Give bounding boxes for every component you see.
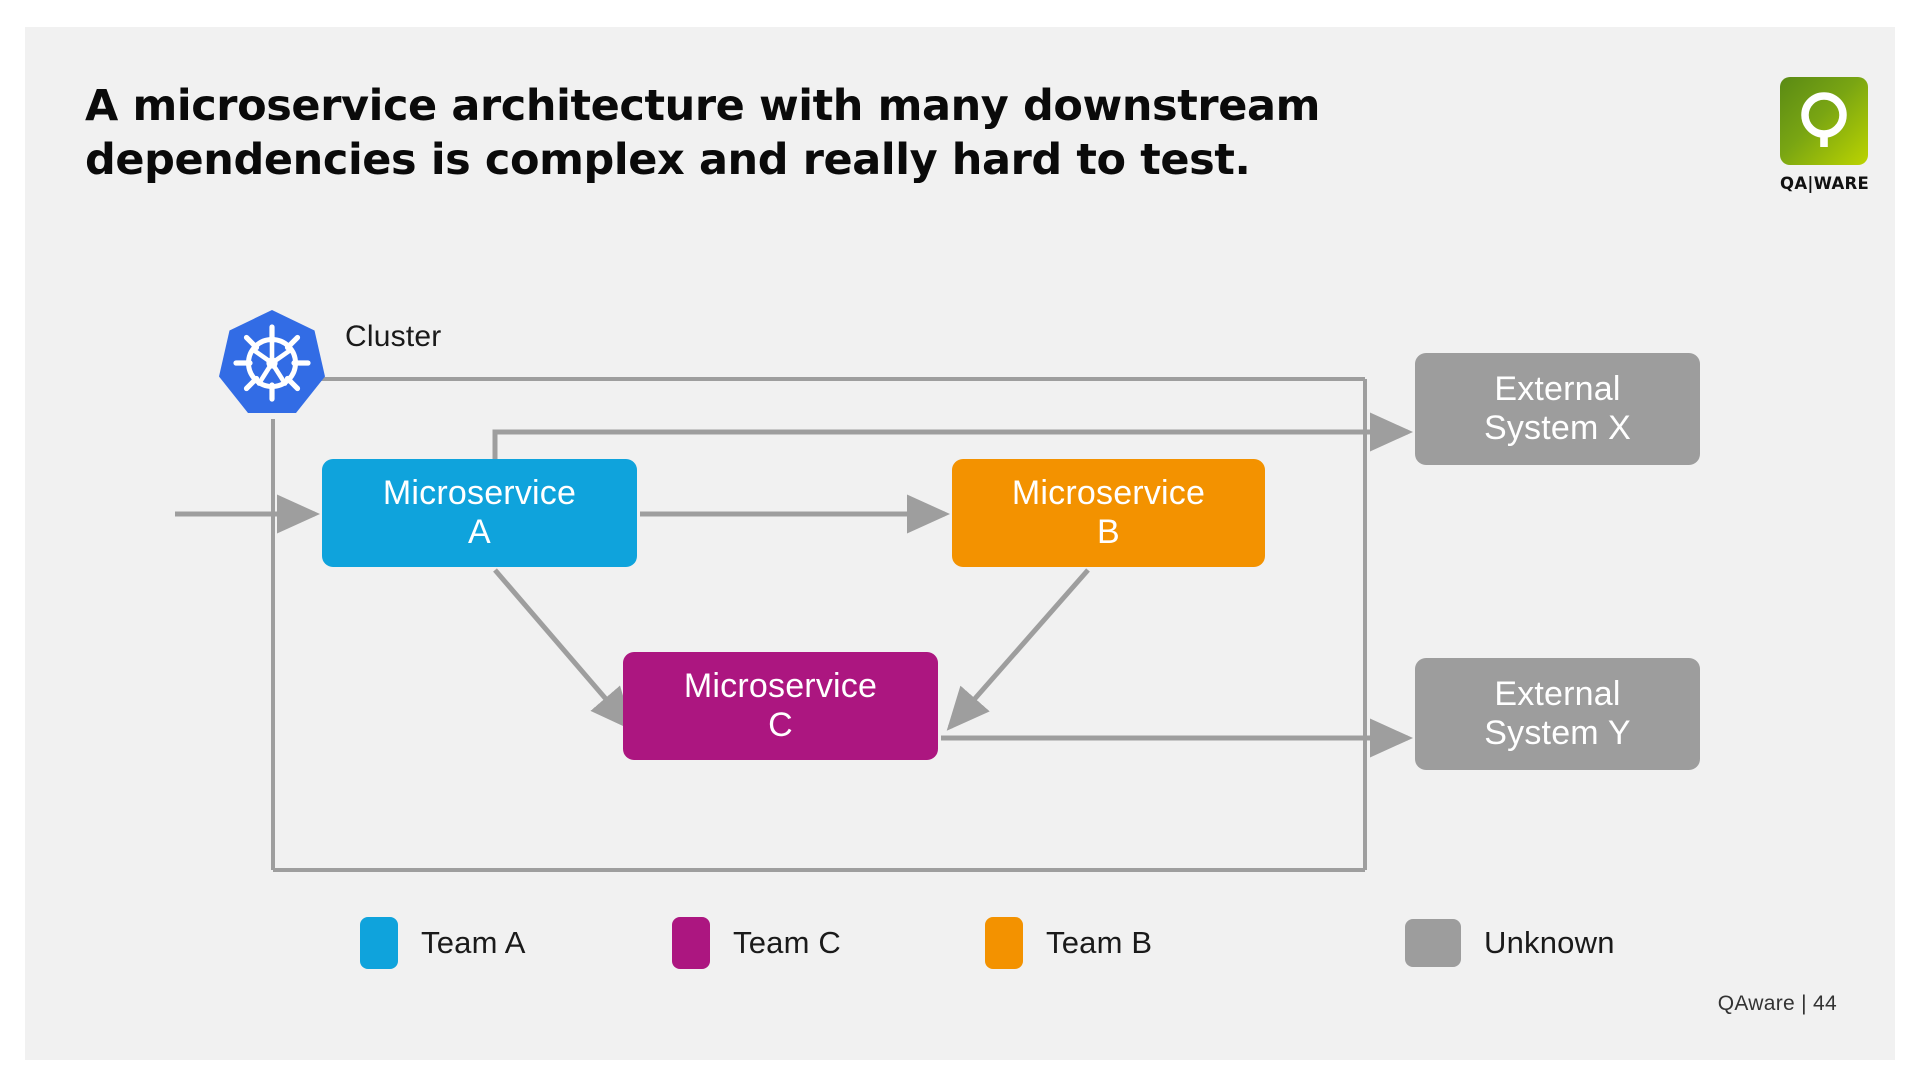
legend-label-team-c: Team C	[733, 925, 842, 960]
architecture-diagram: Cluster Microservice A Microservice B Mi…	[25, 27, 1895, 1060]
legend-item-team-a: Team A	[360, 917, 526, 969]
qaware-logo-mark	[1780, 77, 1868, 165]
legend-label-team-a: Team A	[421, 925, 526, 960]
kubernetes-icon	[215, 307, 329, 421]
qaware-wordmark: QA|WARE	[1780, 174, 1870, 193]
legend: Team A Team C Team B Unknown	[360, 917, 1690, 987]
edge-ms-b-to-ms-c	[946, 568, 1090, 731]
legend-item-team-b: Team B	[985, 917, 1152, 969]
node-external-system-x[interactable]: External System X	[1415, 353, 1700, 465]
edge-ms-a-to-ext-x	[492, 412, 1414, 459]
legend-item-unknown: Unknown	[1405, 919, 1615, 967]
slide-footer: QAware | 44	[1717, 992, 1837, 1015]
page-title: A microservice architecture with many do…	[85, 81, 1321, 186]
diagram-edges	[175, 377, 1414, 872]
qaware-logo: QA|WARE	[1780, 77, 1880, 193]
legend-swatch-team-c	[672, 917, 710, 969]
legend-item-team-c: Team C	[672, 917, 841, 969]
edge-ms-a-to-ms-c	[493, 568, 634, 731]
node-microservice-a[interactable]: Microservice A	[322, 459, 637, 567]
legend-swatch-unknown	[1405, 919, 1461, 967]
legend-label-unknown: Unknown	[1484, 925, 1615, 960]
slide-canvas: A microservice architecture with many do…	[25, 27, 1895, 1060]
q-glyph-icon	[1801, 92, 1847, 147]
node-external-system-y[interactable]: External System Y	[1415, 658, 1700, 770]
legend-swatch-team-b	[985, 917, 1023, 969]
node-microservice-c[interactable]: Microservice C	[623, 652, 938, 760]
node-microservice-b[interactable]: Microservice B	[952, 459, 1265, 567]
cluster-label: Cluster	[345, 320, 442, 353]
legend-swatch-team-a	[360, 917, 398, 969]
legend-label-team-b: Team B	[1046, 925, 1153, 960]
